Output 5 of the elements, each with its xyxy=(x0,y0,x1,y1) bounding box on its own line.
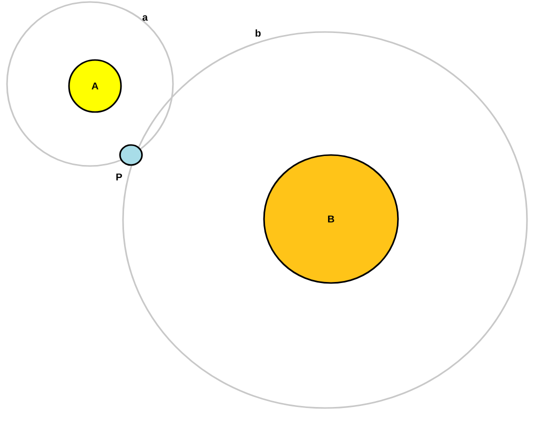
orbit-label: a xyxy=(142,15,148,21)
orbit-circle xyxy=(122,31,528,409)
orbit-label: b xyxy=(256,29,261,37)
point-label: P xyxy=(116,174,122,180)
orbit-circle xyxy=(6,1,174,167)
